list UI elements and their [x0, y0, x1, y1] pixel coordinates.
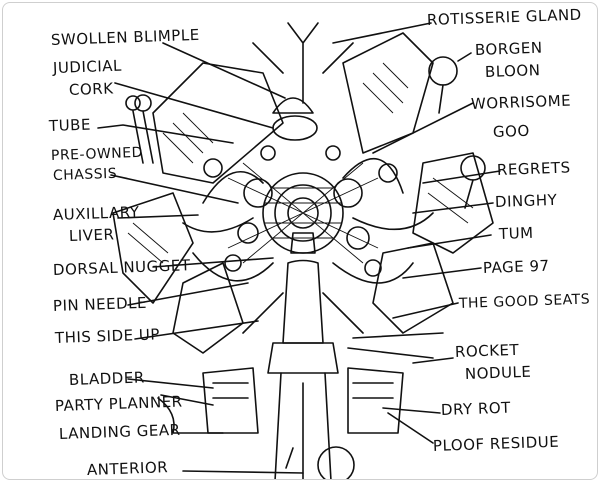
label-bladder: BLADDER	[68, 368, 146, 389]
label-nodule: NODULE	[464, 362, 532, 383]
label-borgen: BORGEN	[474, 38, 543, 59]
label-this-side-up: THIS SIDE UP	[54, 325, 161, 347]
label-judicial: JUDICIAL	[52, 56, 123, 77]
label-tum: TUM	[498, 223, 534, 243]
label-liver: LIVER	[68, 225, 115, 245]
label-dinghy: DINGHY	[494, 190, 558, 211]
label-ploof-residue: PLOOF RESIDUE	[432, 432, 560, 455]
label-auxillary: AUXILLARY	[52, 202, 140, 224]
label-party-planner: PARTY PLANNER	[54, 392, 183, 415]
label-chassis: CHASSIS	[52, 165, 118, 184]
label-regrets: REGRETS	[496, 158, 571, 179]
contraption-drawing	[97, 22, 501, 479]
label-pin-needle: PIN NEEDLE	[52, 293, 148, 315]
label-page-97: PAGE 97	[482, 256, 550, 277]
label-rocket: ROCKET	[454, 340, 520, 361]
label-goo: GOO	[492, 121, 531, 141]
label-anterior: ANTERIOR	[86, 458, 169, 479]
label-cork: CORK	[68, 79, 114, 99]
label-pre-owned: PRE-OWNED	[50, 144, 144, 164]
label-worrisome: WORRISOME	[470, 91, 572, 113]
label-dry-rot: DRY ROT	[440, 398, 512, 419]
label-landing-gear: LANDING GEAR	[58, 420, 181, 443]
label-bloon: BLOON	[484, 61, 541, 81]
label-tube: TUBE	[48, 115, 92, 135]
